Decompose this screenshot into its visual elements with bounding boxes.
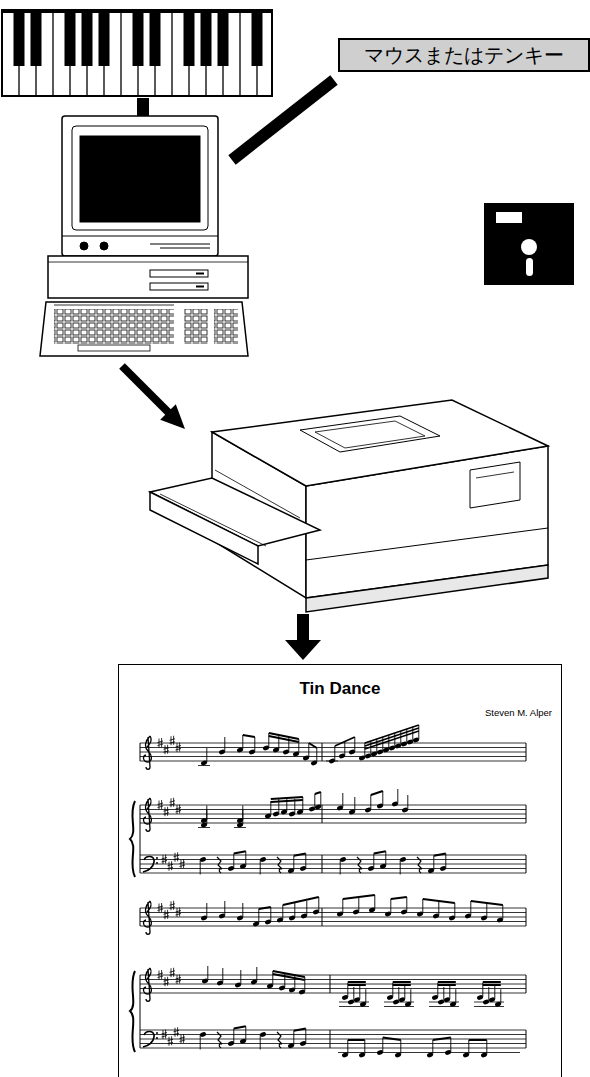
printer — [150, 400, 548, 612]
printed-score: Tin DanceSteven M. Alper — [118, 664, 562, 1077]
input-device-box: マウスまたはテンキー — [338, 38, 590, 72]
score-title: Tin Dance — [119, 679, 561, 699]
computer — [40, 116, 248, 356]
flow-arrow — [285, 614, 321, 660]
sheet-music — [119, 665, 547, 1077]
device-label: マウスまたはテンキー — [364, 44, 564, 66]
floppy-disk — [484, 203, 574, 285]
composer-name: Steven M. Alper — [485, 707, 552, 718]
input-bar — [232, 80, 334, 160]
flow-arrow — [122, 366, 185, 429]
piano-keyboard — [2, 10, 272, 96]
